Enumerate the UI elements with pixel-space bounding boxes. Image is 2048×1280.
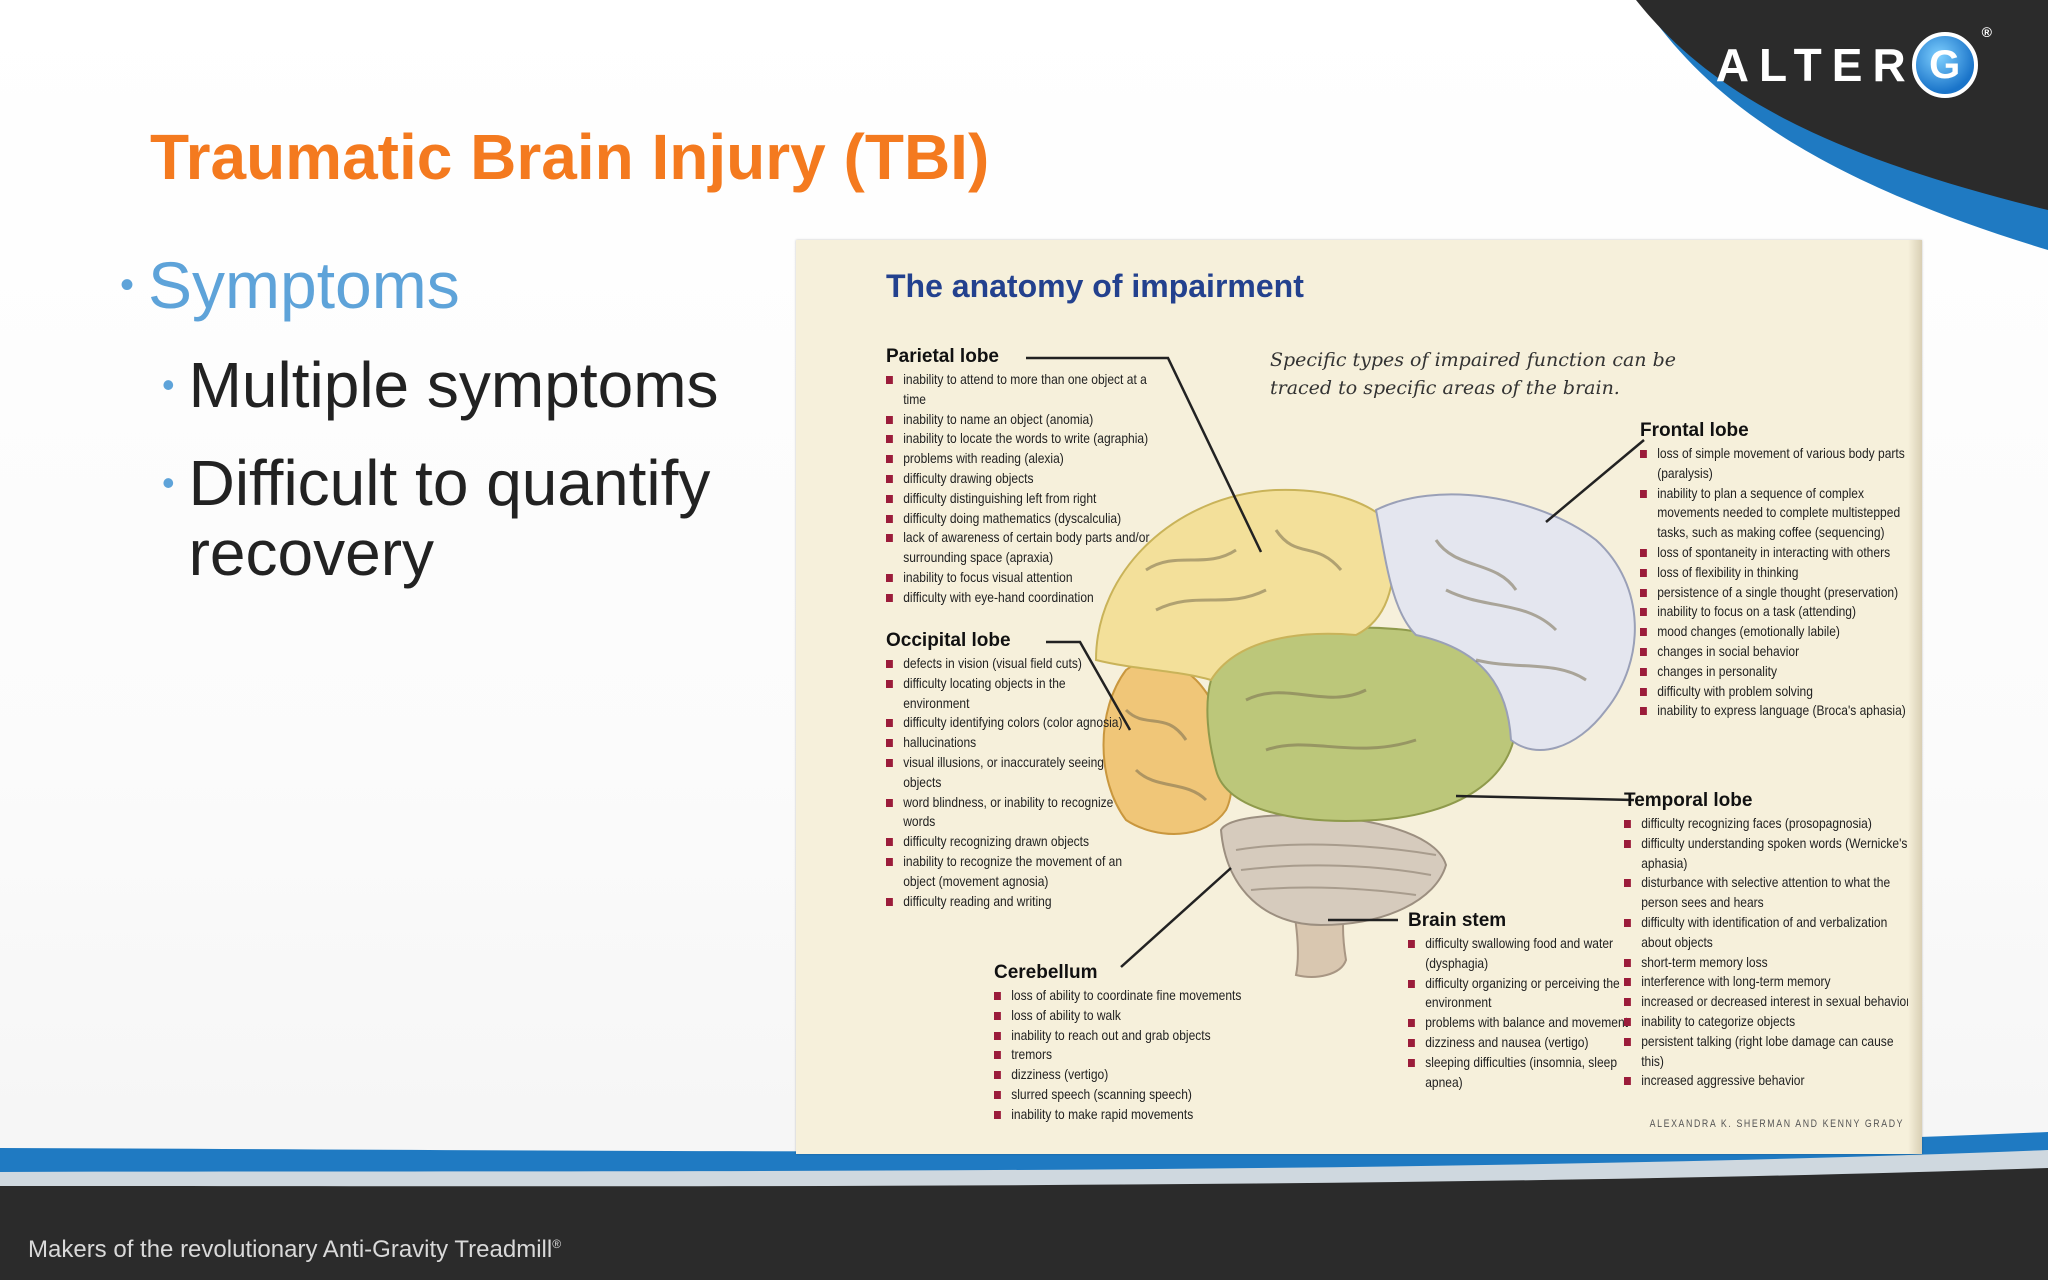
symptom-item: difficulty identifying colors (color agn… <box>886 713 1123 733</box>
leader-line-cerebellum <box>1120 867 1232 968</box>
symptom-item: loss of flexibility in thinking <box>1640 563 1907 583</box>
symptom-item: loss of ability to coordinate fine movem… <box>994 986 1271 1006</box>
symptom-item: tremors <box>994 1045 1271 1065</box>
cerebellum-folds <box>1235 843 1437 896</box>
brain-illustration <box>1026 356 1645 978</box>
symptom-item: increased or decreased interest in sexua… <box>1624 992 1911 1012</box>
symptom-item: difficulty distinguishing left from righ… <box>886 489 1173 509</box>
symptom-item: mood changes (emotionally labile) <box>1640 622 1907 642</box>
bullet-dot-icon: • <box>162 364 175 405</box>
figure-page-edge <box>1908 240 1922 1154</box>
symptom-item: difficulty recognizing faces (prosopagno… <box>1624 814 1911 834</box>
symptom-item: loss of simple movement of various body … <box>1640 444 1907 484</box>
alterg-logo: ALTER G ® <box>1715 24 1992 98</box>
symptom-item: dizziness and nausea (vertigo) <box>1408 1033 1635 1053</box>
cerebellum-list: Cerebellum loss of ability to coordinate… <box>994 962 1254 1125</box>
figure-title: The anatomy of impairment <box>886 268 1304 304</box>
bullet-dot-icon: • <box>120 263 135 307</box>
logo-g-icon: G <box>1911 32 1978 98</box>
leader-line-frontal <box>1545 439 1645 523</box>
symptom-item: inability to focus on a task (attending) <box>1640 602 1907 622</box>
symptom-item: increased aggressive behavior <box>1624 1071 1911 1091</box>
symptom-item: changes in personality <box>1640 662 1907 682</box>
bullet-level1: • Symptoms <box>120 248 780 322</box>
slide-title: Traumatic Brain Injury (TBI) <box>150 121 990 193</box>
symptom-item: loss of spontaneity in interacting with … <box>1640 543 1907 563</box>
brain-stem-list: Brain stem difficulty swallowing food an… <box>1408 910 1628 1092</box>
symptom-item: persistent talking (right lobe damage ca… <box>1624 1032 1911 1072</box>
symptom-item: difficulty reading and writing <box>886 892 1123 912</box>
footer-registered-mark: ® <box>552 1237 562 1251</box>
bullet-text: Symptoms <box>148 248 460 322</box>
symptom-item: slurred speech (scanning speech) <box>994 1085 1271 1105</box>
footer-text: Makers of the revolutionary Anti-Gravity… <box>28 1236 553 1263</box>
leader-line-temporal <box>1455 794 1635 802</box>
lobe-name: Occipital lobe <box>886 630 1011 651</box>
symptom-item: difficulty with identification of and ve… <box>1624 913 1911 953</box>
symptom-item: difficulty drawing objects <box>886 469 1173 489</box>
symptom-item: difficulty with problem solving <box>1640 682 1907 702</box>
lobe-name: Parietal lobe <box>886 346 999 367</box>
symptom-item: difficulty understanding spoken words (W… <box>1624 834 1911 874</box>
symptom-item: changes in social behavior <box>1640 642 1907 662</box>
symptom-item: inability to attend to more than one obj… <box>886 370 1173 410</box>
symptom-item: problems with balance and movement <box>1408 1013 1635 1033</box>
symptom-item: dizziness (vertigo) <box>994 1065 1271 1085</box>
symptom-item: visual illusions, or inaccurately seeing… <box>886 753 1123 793</box>
symptom-item: problems with reading (alexia) <box>886 449 1173 469</box>
leader-line-parietal <box>1026 356 1263 553</box>
symptom-item: difficulty locating objects in the envir… <box>886 674 1123 714</box>
bullet-level2: • Difficult to quantify recovery <box>162 448 722 588</box>
cerebellum-shape <box>1219 813 1448 927</box>
symptom-item: disturbance with selective attention to … <box>1624 873 1911 913</box>
figure-subtitle: Specific types of impaired function can … <box>1270 349 1676 399</box>
symptom-item: inability to name an object (anomia) <box>886 410 1173 430</box>
symptom-item: inability to focus visual attention <box>886 568 1173 588</box>
symptom-item: difficulty recognizing drawn objects <box>886 832 1123 852</box>
logo-registered-mark: ® <box>1981 24 1992 40</box>
symptom-item: short-term memory loss <box>1624 953 1911 973</box>
symptom-item: loss of ability to walk <box>994 1006 1271 1026</box>
frontal-lobe-shape <box>1374 493 1636 751</box>
symptom-item: difficulty with eye-hand coordination <box>886 588 1173 608</box>
symptom-item: inability to categorize objects <box>1624 1012 1911 1032</box>
symptom-item: inability to make rapid movements <box>994 1105 1271 1125</box>
parietal-lobe-list: Parietal lobe inability to attend to mor… <box>886 346 1156 608</box>
lobe-name: Frontal lobe <box>1640 420 1749 441</box>
temporal-lobe-list: Temporal lobe difficulty recognizing fac… <box>1624 790 1910 1091</box>
frontal-lobe-list: Frontal lobe loss of simple movement of … <box>1640 420 1906 721</box>
symptom-item: inability to reach out and grab objects <box>994 1026 1271 1046</box>
symptom-item: persistence of a single thought (preserv… <box>1640 583 1907 603</box>
bullet-level2: • Multiple symptoms <box>162 350 780 420</box>
lobe-name: Cerebellum <box>994 962 1098 983</box>
symptom-item: difficulty organizing or perceiving the … <box>1408 974 1635 1014</box>
leader-line-occipital <box>1046 640 1132 731</box>
lobe-name: Temporal lobe <box>1624 790 1753 811</box>
leader-lines <box>1026 356 1645 968</box>
brain-gyri <box>1124 529 1587 802</box>
symptom-item: inability to recognize the movement of a… <box>886 852 1123 892</box>
lobe-name: Brain stem <box>1408 910 1507 931</box>
bullet-text: Multiple symptoms <box>188 349 719 421</box>
bullet-dot-icon: • <box>162 462 175 503</box>
figure-credit: ALEXANDRA K. SHERMAN AND KENNY GRADY <box>1649 1118 1904 1130</box>
symptom-item: hallucinations <box>886 733 1123 753</box>
symptom-item: inability to plan a sequence of complex … <box>1640 484 1907 543</box>
symptom-item: inability to express language (Broca's a… <box>1640 701 1907 721</box>
bottom-banner-dark <box>0 1168 2048 1280</box>
anatomy-figure: The anatomy of impairment Specific types… <box>796 240 1922 1154</box>
symptom-item: difficulty swallowing food and water (dy… <box>1408 934 1635 974</box>
symptom-item: lack of awareness of certain body parts … <box>886 528 1173 568</box>
bullet-list: • Symptoms • Multiple symptoms • Difficu… <box>120 248 780 588</box>
footer-tagline: Makers of the revolutionary Anti-Gravity… <box>28 1236 561 1264</box>
symptom-item: word blindness, or inability to recogniz… <box>886 793 1123 833</box>
logo-text: ALTER <box>1715 39 1916 91</box>
symptom-item: difficulty doing mathematics (dyscalculi… <box>886 509 1173 529</box>
symptom-item: interference with long-term memory <box>1624 972 1911 992</box>
symptom-item: sleeping difficulties (insomnia, sleep a… <box>1408 1053 1635 1093</box>
symptom-item: inability to locate the words to write (… <box>886 429 1173 449</box>
bullet-text: Difficult to quantify recovery <box>188 447 711 589</box>
occipital-lobe-list: Occipital lobe defects in vision (visual… <box>886 630 1122 911</box>
symptom-item: defects in vision (visual field cuts) <box>886 654 1123 674</box>
